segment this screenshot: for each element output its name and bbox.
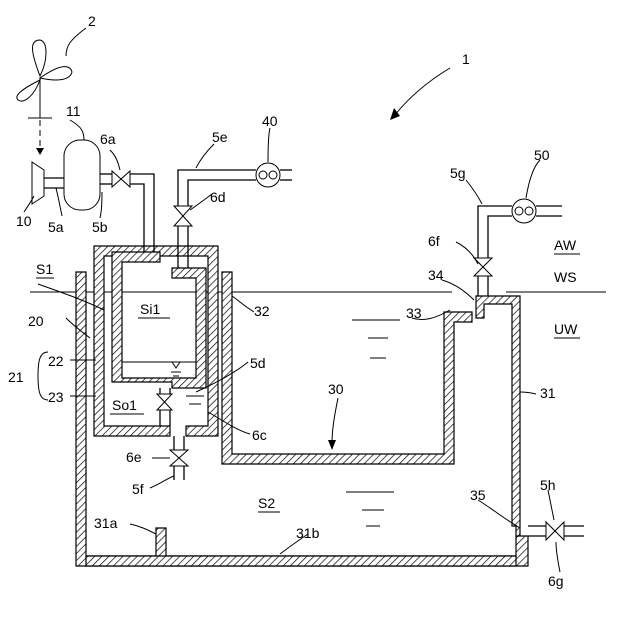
valve-6d[interactable] (174, 206, 192, 226)
label-20: 20 (28, 313, 44, 329)
valve-6g[interactable] (546, 522, 564, 540)
label-30: 30 (328, 381, 344, 397)
label-valve-6f: 6f (428, 233, 440, 249)
chamber-30-arrow (328, 398, 338, 450)
label-33: 33 (406, 305, 422, 321)
pipe-5h (528, 526, 584, 536)
label-turbine-2: 2 (88, 13, 96, 29)
label-pipe-5g: 5g (450, 165, 466, 181)
label-uw: UW (554, 321, 578, 337)
label-31b: 31b (296, 525, 320, 541)
label-si1: Si1 (140, 301, 160, 317)
label-35: 35 (470, 487, 486, 503)
label-pump-50: 50 (534, 147, 550, 163)
label-pump-40: 40 (262, 113, 278, 129)
tank-22-wall (112, 252, 206, 388)
label-32: 32 (254, 303, 270, 319)
label-pipe-5a: 5a (48, 219, 64, 235)
compressor-10 (32, 162, 44, 204)
label-valve-6a: 6a (100, 131, 116, 147)
label-31a: 31a (94, 515, 118, 531)
label-valve-6c: 6c (252, 427, 267, 443)
pump-50[interactable] (512, 199, 536, 223)
label-ws: WS (554, 269, 577, 285)
label-22: 22 (48, 353, 64, 369)
valve-6c[interactable] (157, 394, 172, 410)
outer-tank-31-inner-bottom (86, 556, 516, 566)
label-s1: S1 (36, 261, 53, 277)
label-pipe-5b: 5b (92, 219, 108, 235)
valve-6a[interactable] (112, 171, 130, 187)
label-21: 21 (8, 369, 24, 385)
pump-40[interactable] (256, 163, 280, 187)
label-34: 34 (428, 267, 444, 283)
label-so1: So1 (112, 397, 137, 413)
label-compressor-10: 10 (16, 213, 32, 229)
label-system-1: 1 (462, 51, 470, 67)
pipe-5b (100, 174, 154, 252)
label-aw: AW (554, 237, 577, 253)
label-pipe-5e: 5e (212, 129, 228, 145)
label-s2: S2 (258, 495, 275, 511)
label-31: 31 (540, 385, 556, 401)
label-valve-6d: 6d (210, 189, 226, 205)
label-valve-6e: 6e (126, 449, 142, 465)
label-23: 23 (48, 389, 64, 405)
water-level-symbol (171, 362, 181, 376)
valve-6e[interactable] (170, 450, 188, 466)
pipe-5a (44, 178, 64, 188)
pipe-5g (478, 206, 562, 296)
label-valve-6g: 6g (548, 573, 564, 589)
wind-turbine (17, 40, 72, 155)
label-pipe-5f: 5f (132, 481, 144, 497)
label-pipe-5h: 5h (540, 477, 556, 493)
label-pipe-5d: 5d (250, 355, 266, 371)
system-arrow (390, 68, 450, 120)
tank-11 (64, 140, 100, 210)
label-tank-11: 11 (66, 103, 81, 119)
